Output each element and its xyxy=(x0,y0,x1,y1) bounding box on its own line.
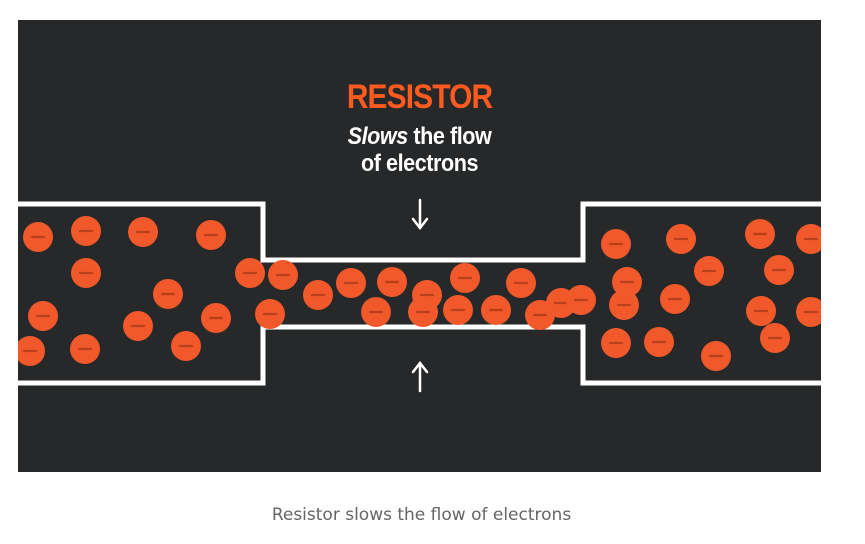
electron-icon xyxy=(666,224,696,254)
electron-icon xyxy=(796,224,821,254)
electron-icon xyxy=(377,267,407,297)
diagram-title: RESISTOR xyxy=(346,78,493,116)
electron-icon xyxy=(235,258,265,288)
electron-icon xyxy=(601,328,631,358)
electron-icon xyxy=(153,279,183,309)
electron-icon xyxy=(408,297,438,327)
diagram-subtitle-line2: of electrons xyxy=(360,150,479,177)
electron-icon xyxy=(612,267,642,297)
electron-icon xyxy=(644,327,674,357)
figure-caption: Resistor slows the flow of electrons xyxy=(271,505,572,525)
resistor-diagram: RESISTOR Slows the flow of electrons xyxy=(18,20,821,472)
electron-icon xyxy=(701,341,731,371)
electron-icon xyxy=(201,303,231,333)
electron-icon xyxy=(336,268,366,298)
electron-icon xyxy=(123,311,153,341)
electron-icon xyxy=(506,268,536,298)
subtitle-rest: the flow xyxy=(407,123,492,150)
electron-group xyxy=(18,216,821,371)
electron-icon xyxy=(18,336,45,366)
electron-icon xyxy=(450,263,480,293)
electron-icon xyxy=(255,299,285,329)
electron-icon xyxy=(303,280,333,310)
wire-top-outline xyxy=(18,201,821,263)
electron-icon xyxy=(71,216,101,246)
circuit-illustration xyxy=(18,198,821,393)
electron-icon xyxy=(796,297,821,327)
electron-icon xyxy=(268,260,298,290)
electron-icon xyxy=(196,220,226,250)
diagram-subtitle-line1: Slows the flow xyxy=(58,123,781,151)
electron-icon xyxy=(128,217,158,247)
electron-icon xyxy=(70,334,100,364)
electron-icon xyxy=(764,255,794,285)
up-arrow-icon xyxy=(411,360,429,393)
electron-icon xyxy=(171,331,201,361)
electron-icon xyxy=(745,219,775,249)
electron-icon xyxy=(443,295,473,325)
electron-icon xyxy=(601,229,631,259)
electron-icon xyxy=(23,222,53,252)
electron-icon xyxy=(525,300,555,330)
down-arrow-icon xyxy=(411,198,429,231)
electron-icon xyxy=(28,301,58,331)
electron-icon xyxy=(760,323,790,353)
subtitle-emphasis: Slows xyxy=(347,123,409,150)
electron-icon xyxy=(481,295,511,325)
electron-icon xyxy=(746,296,776,326)
electron-icon xyxy=(566,285,596,315)
electron-icon xyxy=(361,297,391,327)
electron-icon xyxy=(694,256,724,286)
electron-icon xyxy=(660,284,690,314)
electron-icon xyxy=(609,290,639,320)
electron-icon xyxy=(71,258,101,288)
